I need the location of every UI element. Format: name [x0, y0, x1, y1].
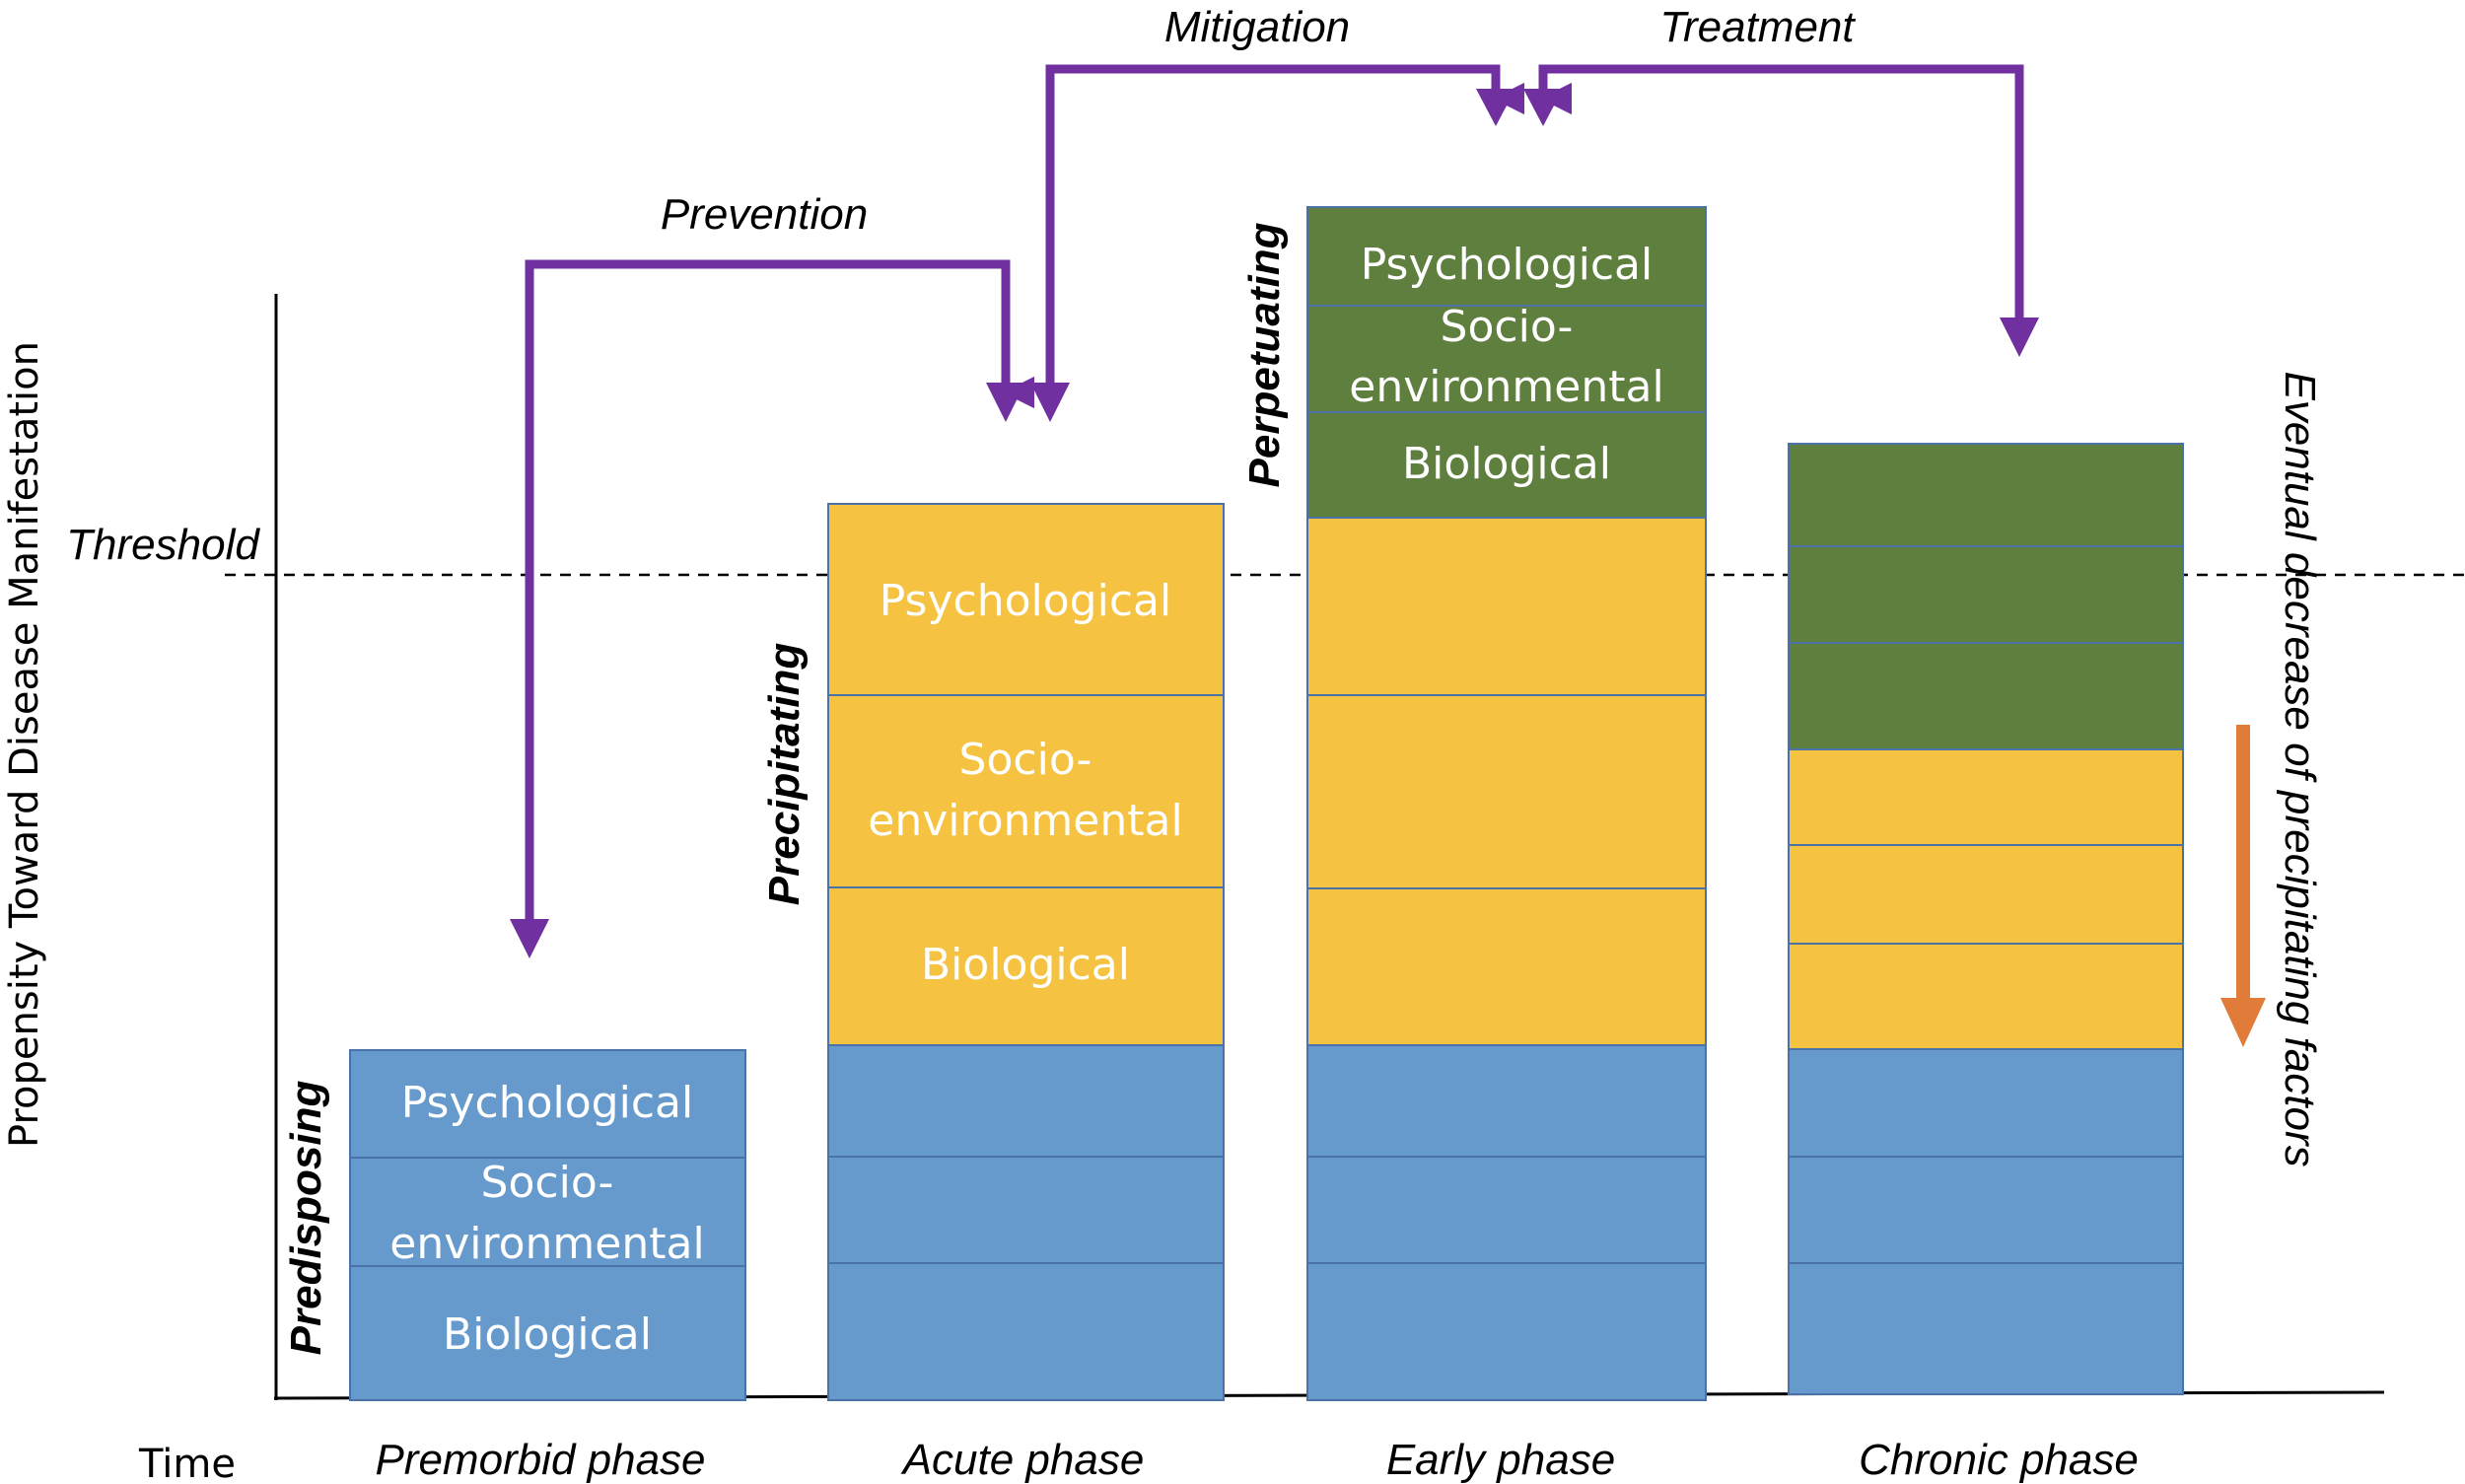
precipitating-biological-block [827, 886, 1225, 1046]
perpetuating-block-3 [1788, 642, 2184, 750]
mitigation-arrowhead-icon [1476, 89, 1515, 126]
predisposing-block-3 [827, 1262, 1225, 1401]
column-premorbid: Psychological Socio- environmental Biolo… [349, 1049, 746, 1401]
prevention-arrowhead-icon [510, 919, 549, 958]
column-acute: Psychological Socio- environmental Biolo… [827, 503, 1225, 1401]
precipitating-label: Precipitating [760, 643, 809, 906]
prevention-arrow [525, 259, 1035, 939]
precipitating-block-2 [1306, 694, 1707, 889]
predisposing-block-3 [1306, 1262, 1707, 1401]
column-chronic [1788, 443, 2184, 1395]
prevention-label: Prevention [661, 190, 868, 239]
precipitating-block-1 [1306, 517, 1707, 696]
acute-socio-label-line2: environmental [868, 796, 1182, 846]
predisposing-block-2 [1788, 1156, 2184, 1264]
predisposing-biological-block [349, 1265, 746, 1401]
phase-label-acute: Acute phase [900, 1436, 1145, 1484]
mitigation-arrow [1045, 64, 1525, 392]
column-early: Psychological Socio- environmental Biolo… [1306, 206, 1707, 1401]
mitigation-label: Mitigation [1164, 3, 1350, 51]
treatment-label: Treatment [1659, 3, 1856, 51]
premorbid-socio-label-line2: environmental [389, 1219, 704, 1269]
precipitating-psychological-block [827, 503, 1225, 696]
predisposing-block-1 [827, 1044, 1225, 1158]
perpetuating-psychological-block [1306, 206, 1707, 307]
treatment-arrowhead-icon [1523, 89, 1563, 126]
early-socio-label-line2: environmental [1349, 362, 1663, 412]
y-axis-label: Propensity Toward Disease Manifestation [2, 341, 47, 1148]
early-biological-label: Biological [1402, 439, 1611, 489]
perpetuating-label: Perpetuating [1240, 222, 1289, 487]
precipitating-block-3 [1306, 887, 1707, 1046]
predisposing-block-1 [1788, 1048, 2184, 1158]
premorbid-biological-label: Biological [443, 1309, 652, 1360]
decrease-arrowhead-icon [2220, 998, 2266, 1047]
treatment-source-arrowhead-icon [2000, 318, 2039, 357]
predisposing-block-2 [1306, 1156, 1707, 1264]
precipitating-block-3 [1788, 943, 2184, 1050]
precipitating-block-1 [1788, 748, 2184, 846]
phase-label-early: Early phase [1386, 1436, 1615, 1484]
phase-label-chronic: Chronic phase [1859, 1436, 2139, 1484]
decrease-arrow [2220, 725, 2266, 1047]
predisposing-socio-block [349, 1157, 746, 1267]
treatment-arrow [1538, 64, 2024, 323]
perpetuating-block-1 [1788, 443, 2184, 547]
predisposing-block-2 [827, 1156, 1225, 1264]
predisposing-block-3 [1788, 1262, 2184, 1395]
early-psychological-label: Psychological [1361, 240, 1653, 290]
predisposing-block-1 [1306, 1044, 1707, 1158]
threshold-label: Threshold [66, 521, 260, 569]
mitigation-source-arrowhead-icon [1030, 383, 1070, 422]
acute-biological-label: Biological [921, 940, 1130, 990]
premorbid-psychological-label: Psychological [401, 1078, 693, 1128]
predisposing-psychological-block [349, 1049, 746, 1159]
early-socio-label-line1: Socio- [1441, 302, 1574, 352]
precipitating-socio-block [827, 694, 1225, 888]
intervention-arrowheads [510, 89, 2039, 958]
perpetuating-socio-block [1306, 305, 1707, 413]
prevention-target-arrowhead-icon [986, 383, 1025, 422]
x-axis-label: Time [138, 1442, 236, 1484]
perpetuating-block-2 [1788, 545, 2184, 644]
acute-psychological-label: Psychological [880, 576, 1171, 626]
acute-socio-label-line1: Socio- [959, 735, 1092, 785]
predisposing-label: Predisposing [282, 1081, 330, 1356]
decrease-note: Eventual decrease of precipitating facto… [2276, 371, 2324, 1166]
premorbid-socio-label-line1: Socio- [481, 1158, 614, 1208]
phase-label-premorbid: Premorbid phase [375, 1436, 705, 1484]
intervention-arrows [525, 64, 2024, 939]
precipitating-block-2 [1788, 844, 2184, 945]
